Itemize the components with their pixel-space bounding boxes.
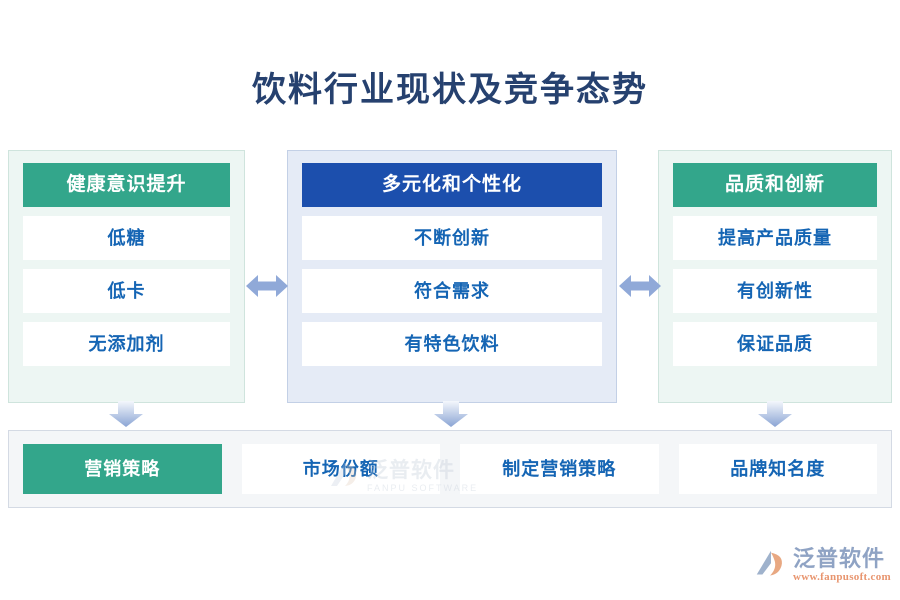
column-item: 无添加剂 — [23, 322, 230, 366]
column-item: 保证品质 — [673, 322, 877, 366]
column-diversification-personalization: 多元化和个性化 不断创新 符合需求 有特色饮料 — [287, 150, 617, 403]
column-header-diversification-personalization: 多元化和个性化 — [302, 163, 602, 207]
column-health-awareness: 健康意识提升 低糖 低卡 无添加剂 — [8, 150, 245, 403]
fanpu-logo-url-text: www.fanpusoft.com — [793, 570, 891, 583]
bottom-cell-formulate-strategy: 制定营销策略 — [460, 444, 659, 494]
column-item: 有创新性 — [673, 269, 877, 313]
double-arrow-left-right-icon — [246, 271, 288, 301]
bottom-row-panel: 营销策略 市场份额 制定营销策略 品牌知名度 — [8, 430, 892, 508]
column-quality-innovation: 品质和创新 提高产品质量 有创新性 保证品质 — [658, 150, 892, 403]
page-title: 饮料行业现状及竞争态势 — [252, 72, 648, 109]
column-item: 低糖 — [23, 216, 230, 260]
fanpu-logo-icon — [752, 546, 790, 584]
bottom-cell-marketing-strategy: 营销策略 — [23, 444, 222, 494]
fanpu-logo-text-block: 泛普软件 www.fanpusoft.com — [793, 545, 891, 584]
column-item: 有特色饮料 — [302, 322, 602, 366]
arrow-down-icon — [758, 401, 792, 427]
double-arrow-left-right-icon — [619, 271, 661, 301]
column-item: 提高产品质量 — [673, 216, 877, 260]
bottom-cell-market-share: 市场份额 — [241, 444, 440, 494]
column-header-health-awareness: 健康意识提升 — [23, 163, 230, 207]
bottom-cell-brand-awareness: 品牌知名度 — [678, 444, 877, 494]
column-item: 低卡 — [23, 269, 230, 313]
arrow-down-icon — [434, 401, 468, 427]
fanpu-logo-cn-text: 泛普软件 — [793, 545, 886, 571]
fanpu-logo: 泛普软件 www.fanpusoft.com — [752, 540, 892, 590]
column-item: 不断创新 — [302, 216, 602, 260]
arrow-down-icon — [109, 401, 143, 427]
column-item: 符合需求 — [302, 269, 602, 313]
column-header-quality-innovation: 品质和创新 — [673, 163, 877, 207]
